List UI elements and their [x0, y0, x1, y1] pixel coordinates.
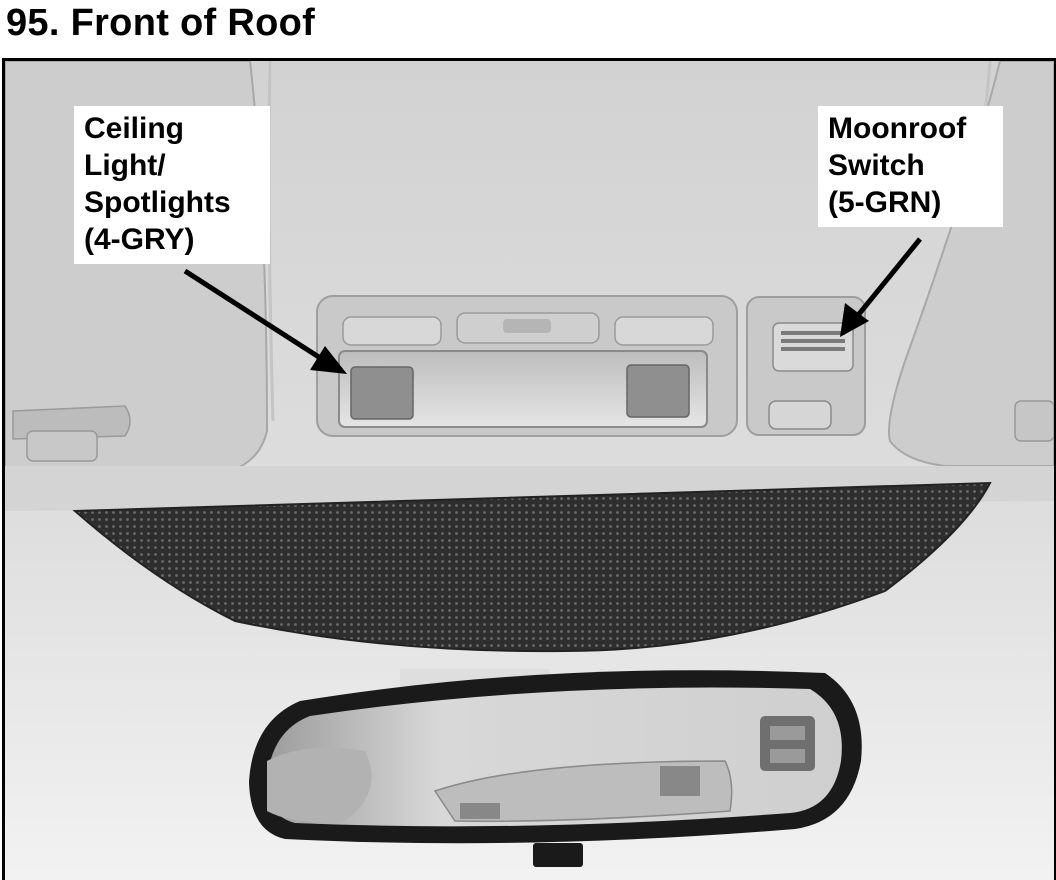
- console-button-left: [342, 316, 442, 346]
- arrow-icon: [183, 268, 347, 374]
- callout-ceiling-light: Ceiling Light/ Spotlights (4-GRY): [74, 106, 270, 264]
- ceiling-light-lens: [338, 350, 708, 428]
- arrow-icon: [840, 237, 922, 337]
- speaker-mesh: [72, 481, 992, 653]
- spotlight-right: [626, 364, 690, 418]
- rearview-mirror: [249, 670, 862, 867]
- console-button-right: [614, 316, 714, 346]
- callout-moonroof-switch: Moonroof Switch (5-GRN): [818, 106, 1003, 227]
- spotlight-left: [350, 366, 414, 420]
- page-title: 95. Front of Roof: [6, 2, 316, 44]
- moonroof-tilt-button: [768, 400, 832, 430]
